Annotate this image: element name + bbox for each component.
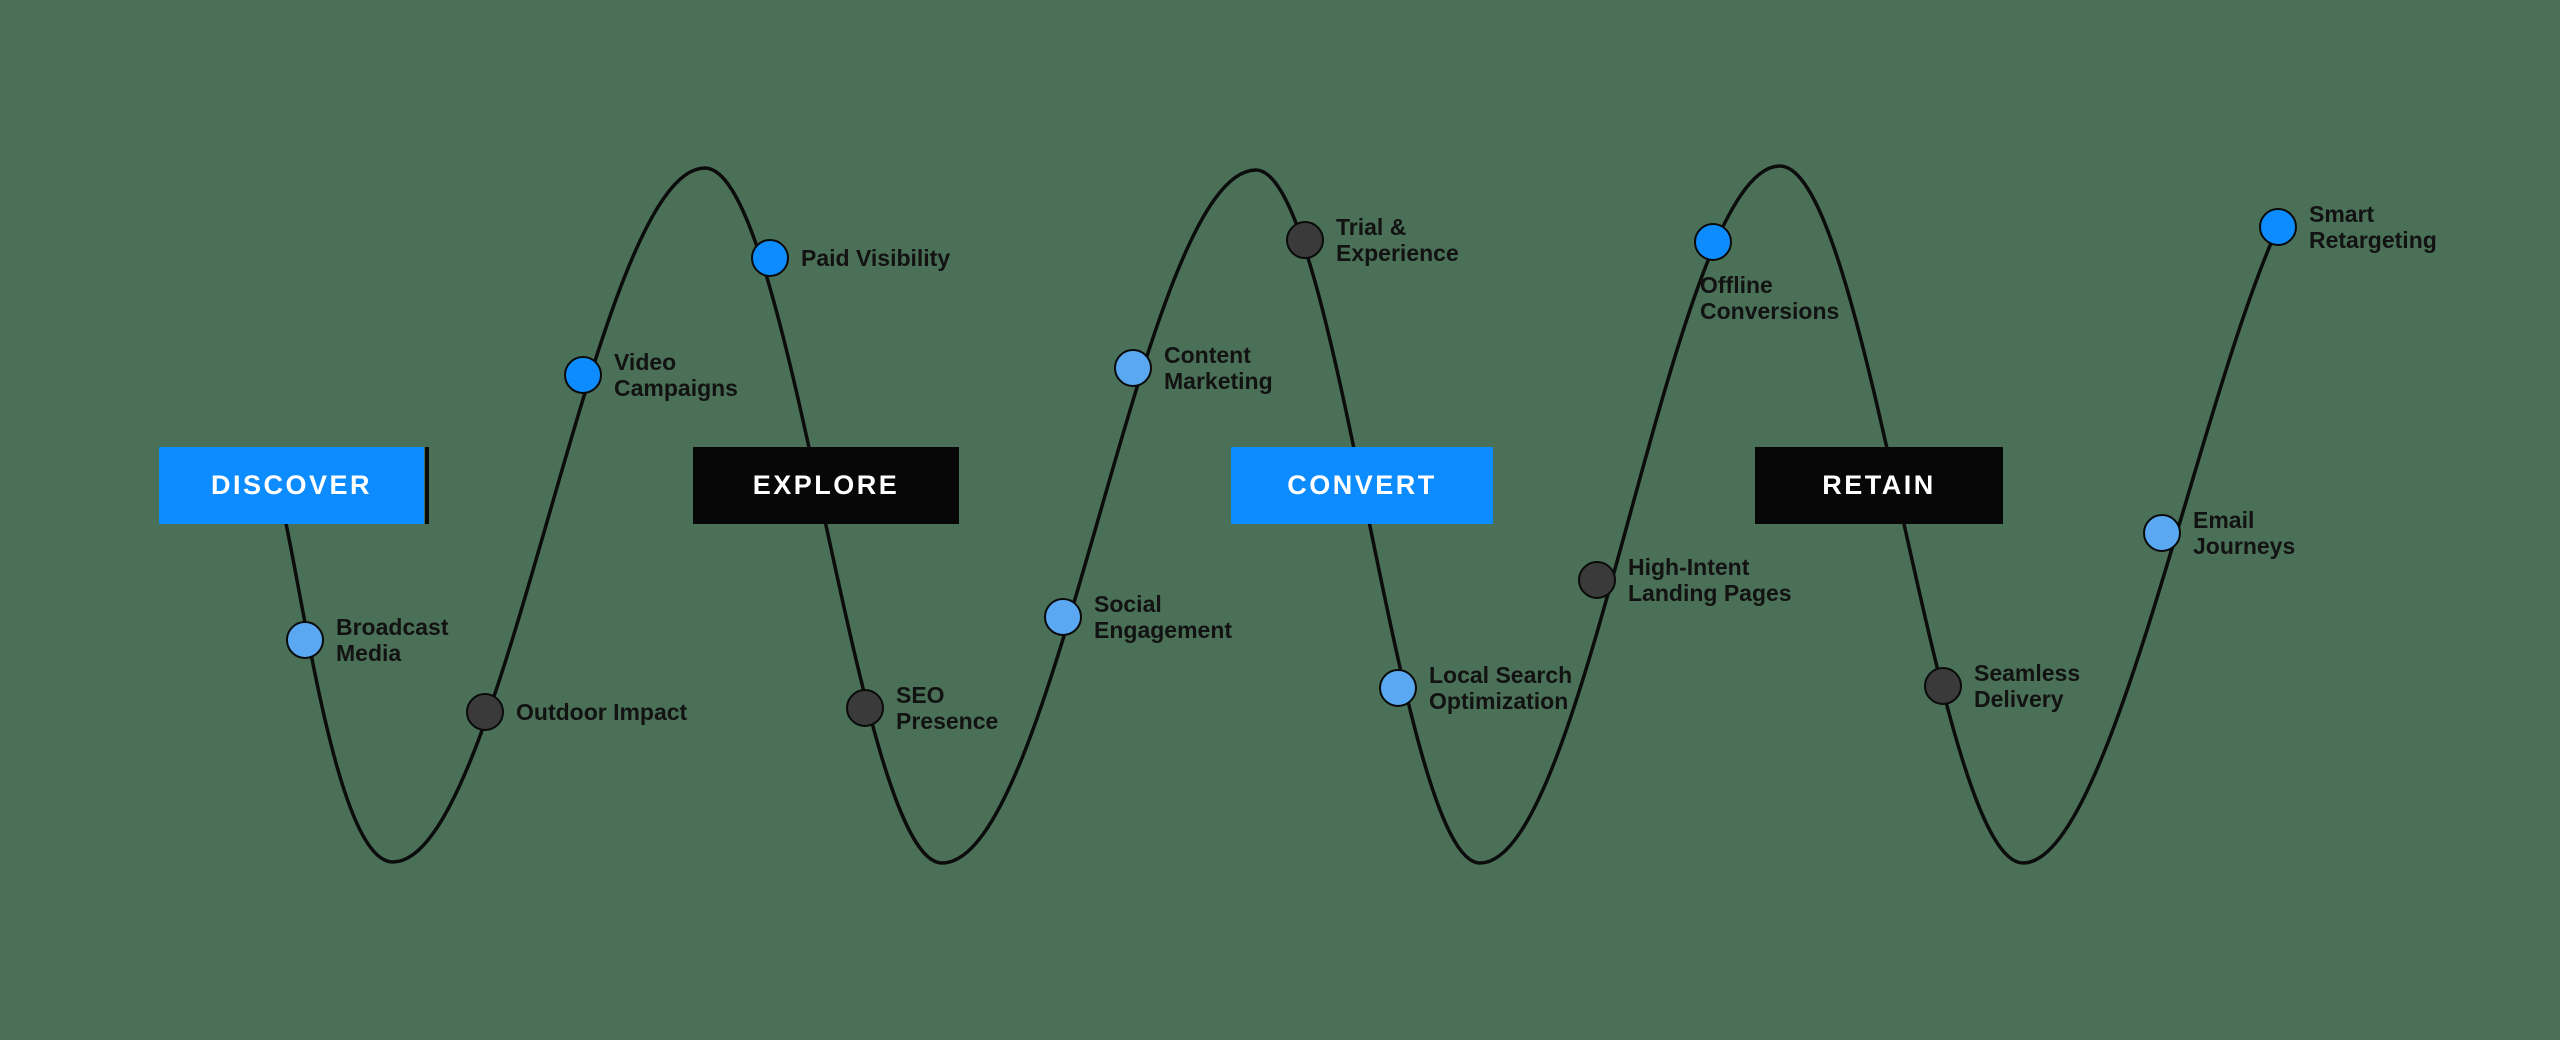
milestone-dot-outdoor-impact [466,693,504,731]
milestone-dot-local-search-optimization [1379,669,1417,707]
milestone-label-line: Presence [896,708,999,734]
milestone-label-line: Campaigns [614,375,738,401]
milestone-label-line: Local Search [1429,662,1573,688]
milestone-label-line: Conversions [1700,298,1840,324]
milestone-label-line: High-Intent [1628,554,1750,580]
milestone-label-line: Delivery [1974,686,2064,712]
milestone-dot-email-journeys [2143,514,2181,552]
milestone-dot-social-engagement [1044,598,1082,636]
milestone-dot-paid-visibility [751,239,789,277]
milestone-label-line: Landing Pages [1628,580,1792,606]
milestone-label-line: Engagement [1094,617,1233,643]
milestone-label-line: Outdoor Impact [516,699,688,725]
stage-box-discover: DISCOVER [159,447,429,524]
milestone-label-line: Media [336,640,402,666]
milestone-label-line: Video [614,349,677,375]
milestone-label-line: Experience [1336,240,1459,266]
stage-box-convert: CONVERT [1231,447,1493,524]
milestone-label-line: Retargeting [2309,227,2437,253]
milestone-dot-content-marketing [1114,349,1152,387]
milestone-label-line: Marketing [1164,368,1273,394]
milestone-label-line: Social [1094,591,1162,617]
milestone-label-line: Smart [2309,201,2375,227]
milestone-label-line: Optimization [1429,688,1569,714]
milestone-label-paid-visibility: Paid Visibility [801,245,950,271]
milestone-dot-seamless-delivery [1924,667,1962,705]
milestone-label-line: Paid Visibility [801,245,951,271]
milestone-dot-high-intent-landing-pages [1578,561,1616,599]
milestone-dot-video-campaigns [564,356,602,394]
stage-box-explore: EXPLORE [693,447,959,524]
milestone-label-line: Content [1164,342,1251,368]
milestone-label-line: Trial & [1336,214,1407,240]
stage-box-retain: RETAIN [1755,447,2003,524]
stage-label-explore: EXPLORE [752,470,900,500]
milestone-label-line: Broadcast [336,614,449,640]
milestone-label-line: SEO [896,682,945,708]
milestone-dot-broadcast-media [286,621,324,659]
stage-label-retain: RETAIN [1822,470,1936,500]
milestone-label-line: Seamless [1974,660,2081,686]
milestone-label-line: Journeys [2193,533,2296,559]
stage-label-discover: DISCOVER [210,470,373,500]
milestone-label-outdoor-impact: Outdoor Impact [516,699,687,725]
milestone-label-line: Offline [1700,272,1773,298]
milestone-dot-trial-experience [1286,221,1324,259]
milestone-label-line: Email [2193,507,2255,533]
milestone-label-trial-experience: Trial &Experience [1336,214,1459,266]
milestone-dot-smart-retargeting [2259,208,2297,246]
milestone-dot-seo-presence [846,689,884,727]
stage-accent-bar [425,447,429,524]
stage-label-convert: CONVERT [1287,470,1437,500]
milestone-dot-offline-conversions [1694,223,1732,261]
